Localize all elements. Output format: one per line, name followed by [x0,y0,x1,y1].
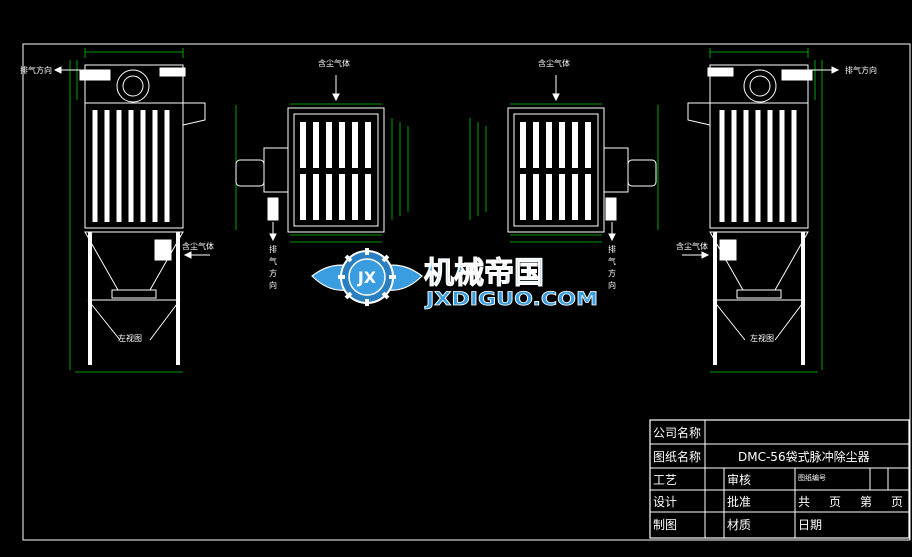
drawing-name-label: 图纸名称 [653,449,701,464]
top-view-right-inlet-label: 含尘气体 [538,58,570,68]
process-label: 工艺 [653,473,677,487]
sheet-page-label: 页 [829,495,841,509]
drawing-name-value: DMC-56袋式脉冲除尘器 [738,449,870,464]
right-view-title: 左视图 [750,333,774,343]
title-block: 公司名称 图纸名称 DMC-56袋式脉冲除尘器 工艺 审核 图纸编号 设计 批准… [649,419,910,539]
sheet-number-label: 第 [860,495,872,509]
approve-label: 批准 [727,494,751,509]
top-view-left: 含尘气体 排 气 方 向 [235,58,409,290]
logo-brand-cn: 机械帝国 [424,256,544,291]
material-label: 材质 [727,518,751,532]
company-name-label: 公司名称 [653,425,701,440]
right-view-inlet-label: 含尘气体 [676,241,708,251]
top-view-left-exhaust-char-1: 排 [269,244,277,254]
top-view-right: 含尘气体 排 气 方 向 [469,58,659,290]
right-view-exhaust-label: 排气方向 [845,65,877,75]
left-view-exhaust-label: 排气方向 [20,65,52,75]
top-view-left-exhaust-char-3: 方 [269,268,277,278]
top-view-right-exhaust-char-1: 排 [608,244,616,254]
left-view-title: 左视图 [118,333,142,343]
jxdiguo-watermark: JX 机械帝国 JXDIGUO.COM [311,248,598,310]
left-view-inlet-label: 含尘气体 [182,241,214,251]
design-label: 设计 [653,495,677,509]
date-label: 日期 [798,518,822,532]
drawing-number-label: 图纸编号 [798,473,826,482]
top-view-right-exhaust-char-3: 方 [608,268,616,278]
logo-badge-text: JX [357,268,377,287]
top-view-right-exhaust-char-4: 向 [608,280,616,290]
top-view-left-exhaust-char-2: 气 [269,256,277,266]
drawing-frame [22,43,911,541]
right-side-view: 排气方向 含尘气体 左视图 [676,48,877,373]
sheet-total-label: 共 [798,495,810,509]
top-view-right-exhaust-char-2: 气 [608,256,616,266]
top-view-left-inlet-label: 含尘气体 [318,58,350,68]
review-label: 审核 [727,472,751,487]
drafter-label: 制图 [653,518,677,532]
left-side-view: 排气方向 含尘气体 左视图 [20,48,214,373]
logo-brand-en: JXDIGUO.COM [424,288,598,310]
sheet-page2-label: 页 [891,495,903,509]
top-view-left-exhaust-char-4: 向 [269,280,277,290]
